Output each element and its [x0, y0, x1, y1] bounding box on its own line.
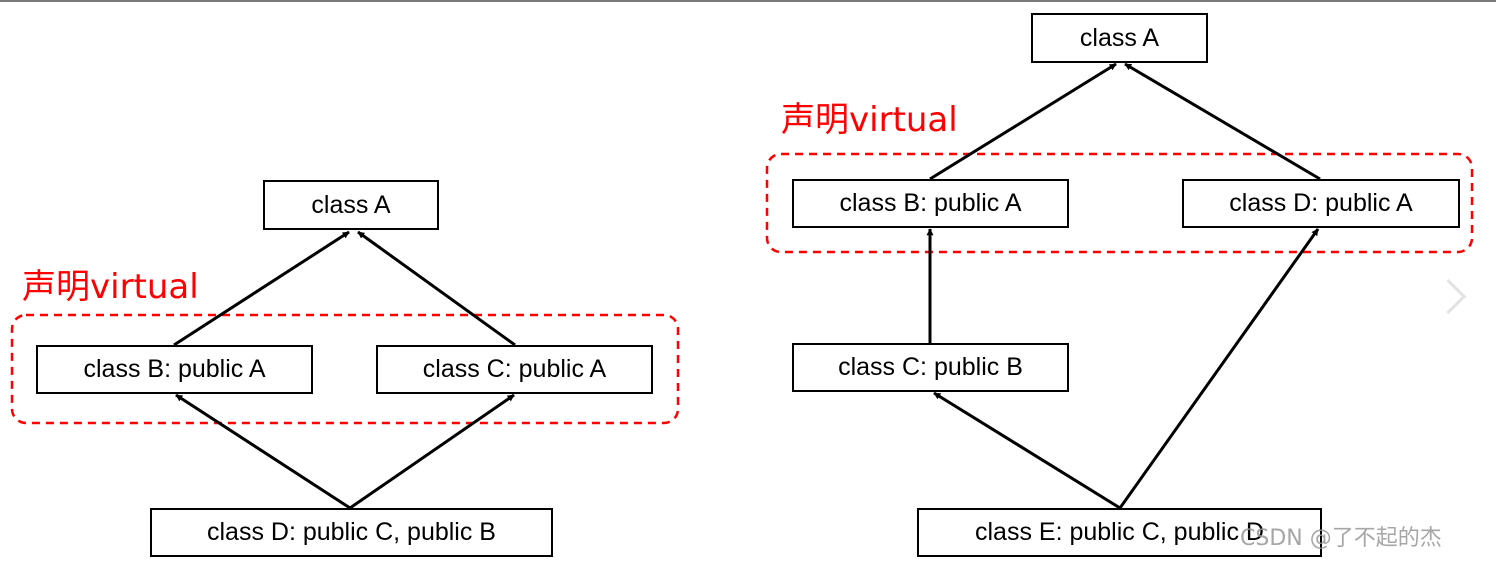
left-class-a-label: class A [311, 190, 391, 219]
right-arrow-e-to-c [933, 391, 1121, 510]
right-class-a-box: class A [1031, 13, 1208, 63]
left-arrow-c-to-a [357, 230, 516, 347]
right-class-a-label: class A [1079, 23, 1160, 52]
right-class-c-label: class C: public B [838, 353, 1023, 381]
right-virtual-label: 声明virtual [781, 100, 958, 140]
left-class-c-box: class C: public A [376, 345, 653, 394]
right-class-b-box: class B: public A [792, 179, 1069, 228]
right-arrow-e-to-d [1118, 228, 1320, 509]
left-class-c-label: class C: public A [422, 355, 607, 383]
right-class-c-box: class C: public B [792, 343, 1069, 392]
right-arrow-b-to-a [929, 62, 1117, 181]
left-class-b-label: class B: public A [83, 355, 266, 383]
right-virtual-group-border [765, 152, 1474, 254]
left-virtual-label: 声明virtual [22, 267, 199, 307]
left-virtual-group-border [10, 313, 680, 425]
right-class-e-label: class E: public C, public D [974, 518, 1264, 546]
right-class-e-box: class E: public C, public D [917, 508, 1322, 557]
right-class-d-label: class D: public A [1229, 189, 1413, 217]
left-class-a-box: class A [263, 180, 439, 230]
top-border-line [0, 0, 1496, 2]
right-class-b-label: class B: public A [839, 189, 1022, 217]
left-class-d-label: class D: public C, public B [206, 518, 496, 546]
csdn-watermark: CSDN @了不起的杰 [1240, 526, 1442, 551]
left-class-d-box: class D: public C, public B [150, 508, 553, 557]
left-class-b-box: class B: public A [36, 345, 313, 394]
right-class-d-box: class D: public A [1182, 179, 1460, 228]
left-arrow-b-to-a [173, 230, 350, 347]
left-arrow-d-to-b [175, 393, 351, 510]
right-arrow-d-to-a [1124, 62, 1321, 181]
left-arrow-d-to-c [349, 393, 515, 510]
